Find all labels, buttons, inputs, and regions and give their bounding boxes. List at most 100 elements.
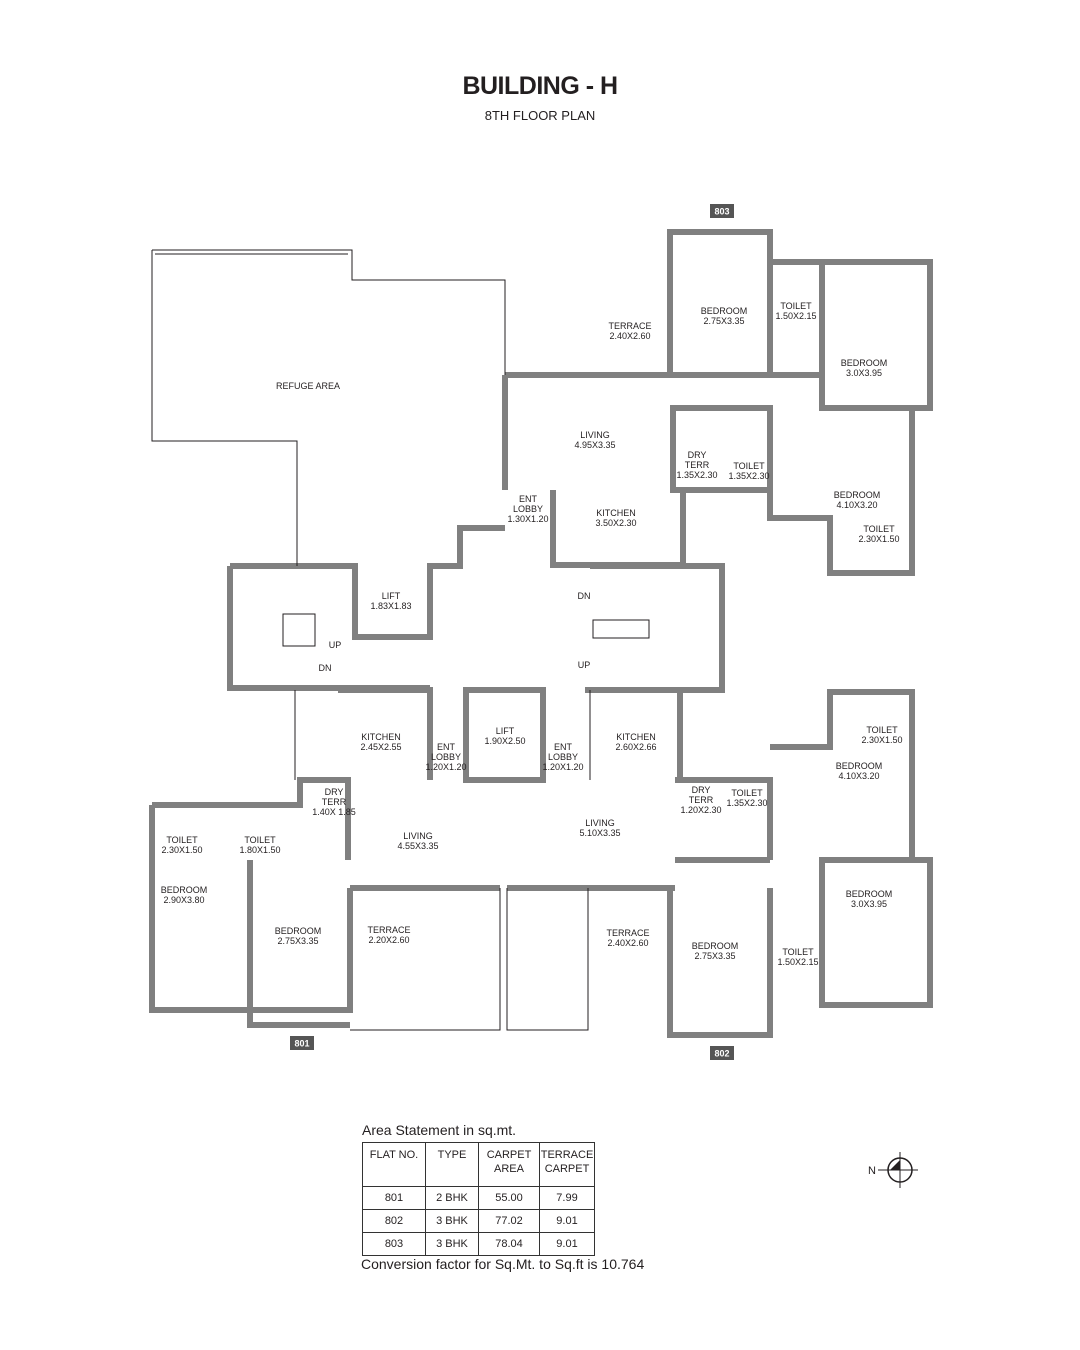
area-statement-table: FLAT NO. TYPE CARPET AREA TERRACE CARPET… bbox=[362, 1142, 595, 1256]
room-name: BEDROOM bbox=[834, 490, 881, 500]
room-name: TOILET bbox=[782, 947, 814, 957]
room-name: TERRACE bbox=[608, 321, 651, 331]
wall bbox=[230, 525, 505, 640]
wall bbox=[819, 857, 933, 1008]
walls bbox=[149, 229, 933, 1038]
table-cell: 78.04 bbox=[478, 1232, 540, 1256]
room-dimensions: 1.20X1.20 bbox=[542, 762, 583, 772]
room-name: DRY bbox=[692, 785, 711, 795]
header-type: TYPE bbox=[425, 1142, 479, 1187]
wall bbox=[590, 563, 725, 693]
flat-tag-box bbox=[710, 1046, 734, 1060]
room-dimensions: 4.10X3.20 bbox=[838, 771, 879, 781]
header-carpet-area: CARPET AREA bbox=[478, 1142, 540, 1187]
room-name: REFUGE AREA bbox=[276, 381, 340, 391]
table-cell: 77.02 bbox=[478, 1209, 540, 1233]
room-name: DRY bbox=[325, 787, 344, 797]
room-dimensions: 1.83X1.83 bbox=[370, 601, 411, 611]
room-dimensions: 1.50X2.15 bbox=[775, 311, 816, 321]
stair-direction-label: DN bbox=[578, 591, 591, 601]
room-dimensions: 2.75X3.35 bbox=[694, 951, 735, 961]
page-subtitle: 8TH FLOOR PLAN bbox=[484, 108, 596, 123]
room-dimensions: 5.10X3.35 bbox=[579, 828, 620, 838]
room-name: LOBBY bbox=[513, 504, 543, 514]
room-dimensions: 2.45X2.55 bbox=[360, 742, 401, 752]
north-arrow: N bbox=[868, 1152, 918, 1188]
room-dimensions: 3.0X3.95 bbox=[851, 899, 887, 909]
room-dimensions: 4.55X3.35 bbox=[397, 841, 438, 851]
room-name: LIFT bbox=[496, 726, 515, 736]
flat-tag: 803 bbox=[714, 207, 729, 217]
outline-line bbox=[506, 888, 589, 1031]
room-dimensions: 2.30X1.50 bbox=[161, 845, 202, 855]
room-dimensions: 4.10X3.20 bbox=[836, 500, 877, 510]
room-name: TERR bbox=[685, 460, 710, 470]
outline-line bbox=[152, 249, 506, 375]
table-cell: 3 BHK bbox=[425, 1232, 479, 1256]
room-name: BEDROOM bbox=[841, 358, 888, 368]
stair-well bbox=[592, 619, 650, 639]
flat-tag-box bbox=[290, 1036, 314, 1050]
room-name: TOILET bbox=[166, 835, 198, 845]
room-name: DRY bbox=[688, 450, 707, 460]
header-flat-no: FLAT NO. bbox=[362, 1142, 426, 1187]
room-name: TERR bbox=[322, 797, 347, 807]
room-dimensions: 1.35X2.30 bbox=[676, 470, 717, 480]
table-cell: 3 BHK bbox=[425, 1209, 479, 1233]
wall bbox=[675, 777, 773, 860]
room-name: LIVING bbox=[403, 831, 433, 841]
wall bbox=[338, 687, 433, 780]
room-name: LOBBY bbox=[548, 752, 578, 762]
stair-well bbox=[282, 613, 316, 647]
table-cell: 803 bbox=[362, 1232, 426, 1256]
room-name: TOILET bbox=[731, 788, 763, 798]
room-dimensions: 1.40X 1.85 bbox=[312, 807, 356, 817]
flat-tag-box bbox=[710, 204, 734, 218]
wall bbox=[670, 405, 773, 493]
outline-line bbox=[151, 250, 298, 566]
room-name: TOILET bbox=[866, 725, 898, 735]
north-label: N bbox=[868, 1165, 876, 1177]
page-title: BUILDING - H bbox=[462, 72, 618, 100]
table-cell: 7.99 bbox=[539, 1186, 595, 1210]
room-name: BEDROOM bbox=[692, 941, 739, 951]
flat-tag: 801 bbox=[294, 1039, 309, 1049]
table-cell: 9.01 bbox=[539, 1209, 595, 1233]
room-name: TOILET bbox=[733, 461, 765, 471]
room-name: TOILET bbox=[244, 835, 276, 845]
room-name: KITCHEN bbox=[361, 732, 401, 742]
room-name: KITCHEN bbox=[616, 732, 656, 742]
room-name: ENT bbox=[437, 742, 456, 752]
room-dimensions: 3.0X3.95 bbox=[846, 368, 882, 378]
room-dimensions: 3.50X2.30 bbox=[595, 518, 636, 528]
room-name: TOILET bbox=[863, 524, 895, 534]
room-dimensions: 1.35X2.30 bbox=[728, 471, 769, 481]
stair-direction-label: UP bbox=[329, 640, 342, 650]
room-dimensions: 1.20X2.30 bbox=[680, 805, 721, 815]
room-name: BEDROOM bbox=[701, 306, 748, 316]
room-dimensions: 2.40X2.60 bbox=[609, 331, 650, 341]
table-cell: 9.01 bbox=[539, 1232, 595, 1256]
room-dimensions: 2.90X3.80 bbox=[163, 895, 204, 905]
room-name: TERRACE bbox=[606, 928, 649, 938]
room-name: BEDROOM bbox=[275, 926, 322, 936]
header-terrace-carpet: TERRACE CARPET bbox=[539, 1142, 595, 1187]
room-name: LOBBY bbox=[431, 752, 461, 762]
